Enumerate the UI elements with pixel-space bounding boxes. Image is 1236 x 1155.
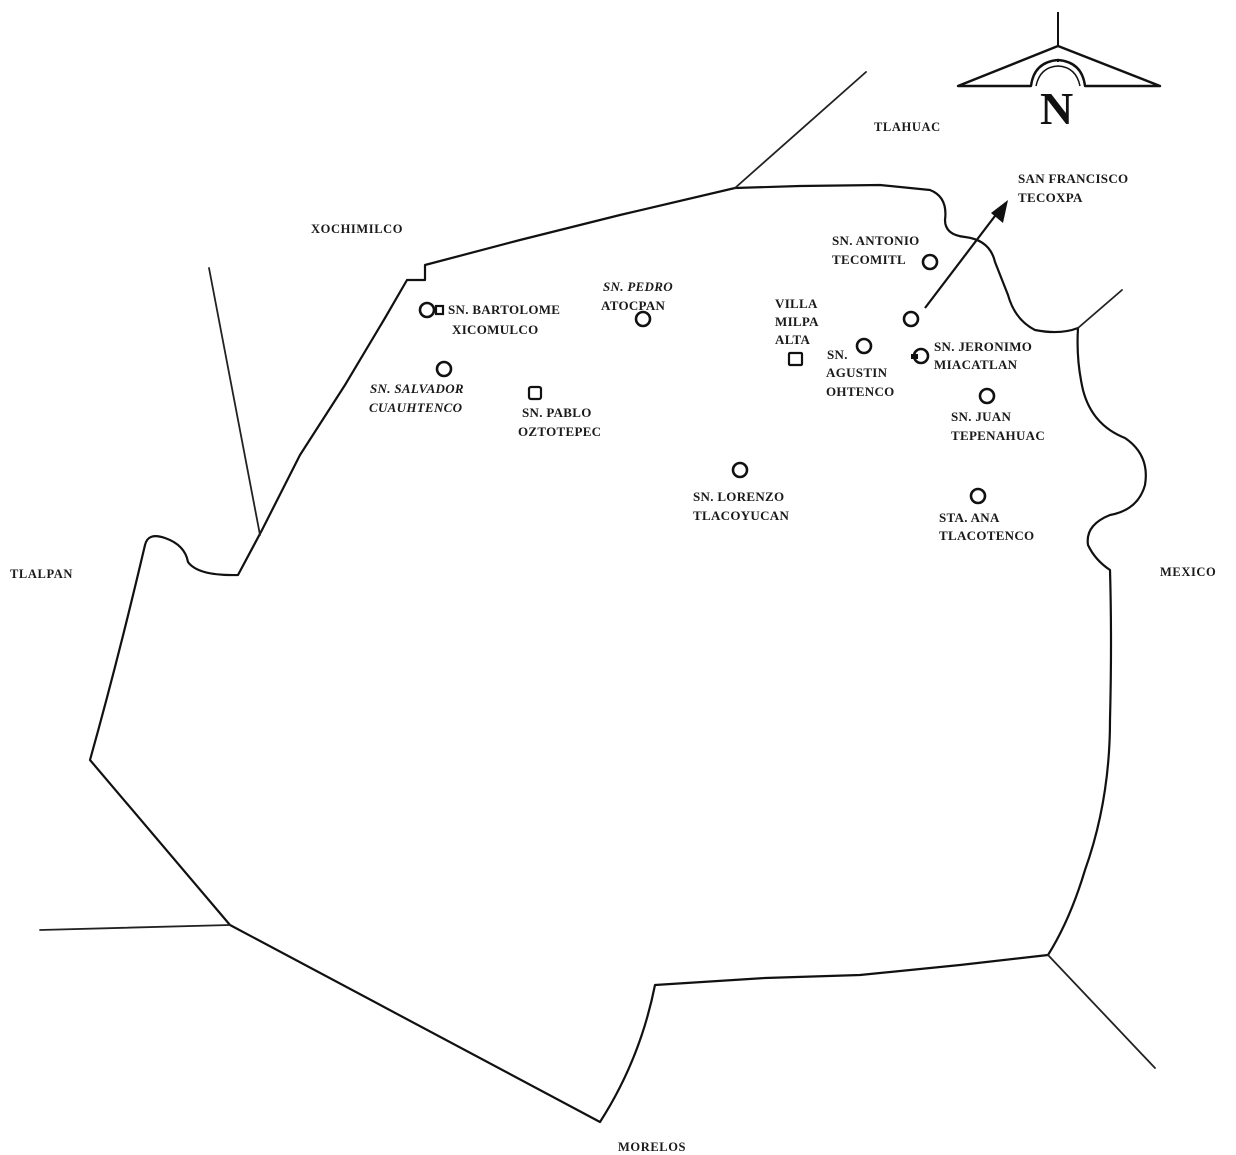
circle-marker-sta-ana xyxy=(969,487,987,505)
region-label-tlalpan: TLALPAN xyxy=(10,567,73,581)
town-label-sn-lorenzo: SN. LORENZO TLACOYUCAN xyxy=(693,489,789,523)
svg-text:MILPA: MILPA xyxy=(775,314,819,329)
town-label-sn-agustin: SN. AGUSTIN OHTENCO xyxy=(826,347,895,399)
town-label-sn-antonio: SN. ANTONIO TECOMITL xyxy=(832,233,920,267)
svg-text:VILLA: VILLA xyxy=(775,296,818,311)
town-label-sn-bartolome: SN. BARTOLOME XICOMULCO xyxy=(448,302,560,337)
pointer-arrow-icon xyxy=(924,200,1008,309)
town-label-sn-jeronimo: SN. JERONIMO MIACATLAN xyxy=(934,339,1032,372)
svg-text:TECOMITL: TECOMITL xyxy=(832,252,906,267)
svg-text:CUAUHTENCO: CUAUHTENCO xyxy=(369,400,463,415)
circle-marker-sn-bartolome xyxy=(418,301,436,319)
svg-text:STA. ANA: STA. ANA xyxy=(939,510,1000,525)
border-tlahuac-mexico xyxy=(1077,289,1123,329)
circle-marker-sn-pedro xyxy=(634,310,652,328)
circle-marker-sn-agustin xyxy=(855,337,873,355)
svg-text:ATOCPAN: ATOCPAN xyxy=(601,298,666,313)
region-label-mexico: MEXICO xyxy=(1160,565,1216,579)
square-marker-sn-jeronimo xyxy=(911,354,918,359)
svg-text:SN. LORENZO: SN. LORENZO xyxy=(693,489,784,504)
border-mexico-morelos xyxy=(1047,954,1156,1069)
circle-marker-san-francisco xyxy=(902,310,920,328)
town-label-sn-pedro: SN. PEDRO ATOCPAN xyxy=(601,279,673,313)
svg-text:SN. JUAN: SN. JUAN xyxy=(951,409,1011,424)
circle-marker-sn-juan xyxy=(978,387,996,405)
circle-marker-sn-antonio xyxy=(921,253,939,271)
svg-text:SAN FRANCISCO: SAN FRANCISCO xyxy=(1018,171,1128,186)
svg-text:SN.: SN. xyxy=(827,347,848,362)
circle-marker-sn-salvador xyxy=(435,360,453,378)
town-label-sn-juan: SN. JUAN TEPENAHUAC xyxy=(951,409,1045,443)
region-label-tlahuac: TLAHUAC xyxy=(874,120,941,134)
svg-text:AGUSTIN: AGUSTIN xyxy=(826,365,888,380)
border-tlahuac-xochimilco xyxy=(734,71,867,189)
svg-text:TLACOTENCO: TLACOTENCO xyxy=(939,528,1034,543)
square-marker-villa-milpa-alta xyxy=(787,351,804,367)
square-marker-sn-pablo xyxy=(527,385,543,401)
border-tlalpan-morelos xyxy=(39,924,231,931)
town-label-villa-milpa-alta: VILLA MILPA ALTA xyxy=(775,296,819,347)
svg-text:SN. ANTONIO: SN. ANTONIO xyxy=(832,233,920,248)
town-label-san-francisco: SAN FRANCISCO TECOXPA xyxy=(1018,171,1128,205)
circle-marker-sn-lorenzo xyxy=(731,461,749,479)
town-label-sta-ana: STA. ANA TLACOTENCO xyxy=(939,510,1034,543)
svg-text:OHTENCO: OHTENCO xyxy=(826,384,895,399)
town-label-sn-pablo: SN. PABLO OZTOTEPEC xyxy=(518,405,601,439)
svg-text:MIACATLAN: MIACATLAN xyxy=(934,357,1018,372)
svg-text:TECOXPA: TECOXPA xyxy=(1018,190,1083,205)
svg-text:SN. BARTOLOME: SN. BARTOLOME xyxy=(448,302,560,317)
border-xochimilco-tlalpan xyxy=(208,267,261,536)
svg-text:XICOMULCO: XICOMULCO xyxy=(452,322,538,337)
north-arrow-icon: N xyxy=(956,12,1162,134)
north-label: N xyxy=(1040,83,1073,134)
svg-text:ALTA: ALTA xyxy=(775,332,810,347)
square-marker-sn-bartolome xyxy=(434,304,445,316)
svg-text:SN. JERONIMO: SN. JERONIMO xyxy=(934,339,1032,354)
region-label-xochimilco: XOCHIMILCO xyxy=(311,222,403,236)
svg-text:TLACOYUCAN: TLACOYUCAN xyxy=(693,508,789,523)
region-label-morelos: MORELOS xyxy=(618,1140,686,1154)
municipality-boundary xyxy=(88,183,1147,1124)
svg-text:SN. SALVADOR: SN. SALVADOR xyxy=(370,381,464,396)
svg-text:SN. PABLO: SN. PABLO xyxy=(522,405,592,420)
svg-text:SN. PEDRO: SN. PEDRO xyxy=(603,279,673,294)
town-label-sn-salvador: SN. SALVADOR CUAUHTENCO xyxy=(369,381,464,415)
svg-text:TEPENAHUAC: TEPENAHUAC xyxy=(951,428,1045,443)
svg-text:OZTOTEPEC: OZTOTEPEC xyxy=(518,424,601,439)
